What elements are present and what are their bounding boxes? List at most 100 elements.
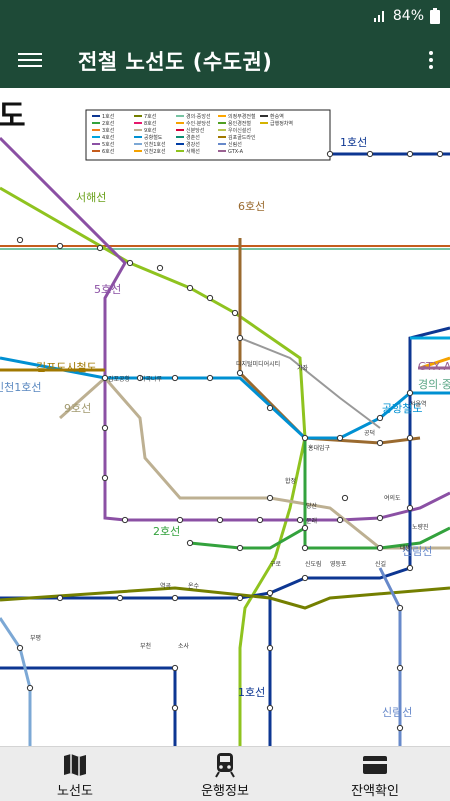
nav-label-service: 운행정보: [201, 784, 249, 799]
station-marker[interactable]: [121, 516, 129, 524]
st-gajwa: 가좌: [297, 364, 309, 372]
line-airport: [0, 356, 450, 440]
st-singil: 신길: [375, 560, 386, 568]
station-marker[interactable]: [101, 424, 109, 432]
legend-label: 용인경전철: [228, 120, 251, 127]
station-marker[interactable]: [266, 404, 274, 412]
station-marker[interactable]: [406, 504, 414, 512]
station-marker[interactable]: [376, 439, 384, 447]
station-marker[interactable]: [266, 704, 274, 712]
station-marker[interactable]: [236, 334, 244, 342]
station-marker[interactable]: [396, 724, 404, 732]
station-marker[interactable]: [301, 574, 309, 582]
signal-icon: [373, 11, 384, 22]
line-9: [59, 375, 450, 550]
station-marker[interactable]: [266, 494, 274, 502]
station-marker[interactable]: [326, 150, 334, 158]
st-sosa: 소사: [178, 642, 190, 650]
station-marker[interactable]: [216, 516, 224, 524]
line-3-light: [239, 337, 381, 429]
station-marker[interactable]: [406, 434, 414, 442]
station-marker[interactable]: [236, 594, 244, 602]
station-marker[interactable]: [206, 294, 214, 302]
status-bar: 84%: [0, 0, 450, 34]
station-marker[interactable]: [56, 242, 64, 250]
station-marker[interactable]: [26, 684, 34, 692]
station-marker[interactable]: [156, 264, 164, 272]
legend-label: 인천1호선: [144, 141, 166, 148]
station-marker[interactable]: [301, 544, 309, 552]
station-marker[interactable]: [266, 589, 274, 597]
station-marker[interactable]: [186, 539, 194, 547]
station-marker[interactable]: [186, 284, 194, 292]
station-marker[interactable]: [296, 516, 304, 524]
station-marker[interactable]: [171, 374, 179, 382]
station-marker[interactable]: [336, 434, 344, 442]
station-marker[interactable]: [171, 594, 179, 602]
menu-button[interactable]: [18, 49, 42, 73]
legend-label: 공항철도: [144, 134, 163, 141]
station-marker[interactable]: [171, 704, 179, 712]
station-marker[interactable]: [406, 389, 414, 397]
line-1-branch: [0, 666, 177, 746]
nav-tab-service[interactable]: 운행정보: [150, 747, 300, 801]
st-noryangjin: 노량진: [412, 523, 429, 531]
label-airport: 공항철도: [382, 402, 422, 415]
station-marker[interactable]: [376, 544, 384, 552]
station-marker[interactable]: [406, 150, 414, 158]
station-marker[interactable]: [231, 309, 239, 317]
st-gongdeok: 공덕: [364, 430, 375, 437]
st-seoul-station: 서울역: [410, 400, 427, 408]
nav-tab-map[interactable]: 노선도: [0, 747, 150, 801]
station-marker[interactable]: [301, 434, 309, 442]
station-marker[interactable]: [116, 594, 124, 602]
station-marker[interactable]: [396, 604, 404, 612]
label-line1: 1호선: [238, 686, 265, 699]
nav-label-balance: 잔액확인: [351, 784, 399, 799]
legend-label: 급행정차역: [270, 120, 293, 127]
line-7: [0, 586, 450, 610]
page-title: 전철 노선도 (수도권): [78, 50, 273, 74]
station-marker[interactable]: [101, 474, 109, 482]
station-marker[interactable]: [301, 524, 309, 532]
station-marker[interactable]: [136, 374, 144, 382]
station-marker[interactable]: [396, 664, 404, 672]
station-marker[interactable]: [16, 644, 24, 652]
nav-tab-balance[interactable]: 잔액확인: [300, 747, 450, 801]
station-marker[interactable]: [236, 544, 244, 552]
st-yeouido: 여의도: [384, 494, 401, 502]
label-line1-top: 1호선: [340, 136, 367, 149]
station-marker[interactable]: [56, 594, 64, 602]
station-marker[interactable]: [336, 516, 344, 524]
station-marker[interactable]: [101, 374, 109, 382]
nav-label-map: 노선도: [57, 784, 93, 799]
station-marker[interactable]: [376, 414, 384, 422]
station-marker[interactable]: [376, 514, 384, 522]
station-marker[interactable]: [406, 564, 414, 572]
legend-label: 4호선: [102, 134, 115, 141]
station-marker[interactable]: [176, 516, 184, 524]
station-marker[interactable]: [126, 259, 134, 267]
station-marker[interactable]: [171, 664, 179, 672]
legend-label: 신분당선: [186, 127, 205, 134]
legend-label: 경강선: [186, 141, 200, 148]
station-marker[interactable]: [266, 644, 274, 652]
station-marker[interactable]: [236, 369, 244, 377]
label-line9: 9호선: [64, 402, 91, 415]
more-options-button[interactable]: [426, 48, 436, 74]
station-marker[interactable]: [436, 150, 444, 158]
legend-label: 의정부경전철: [228, 113, 256, 120]
legend-label: 경의·중앙선: [186, 113, 211, 120]
line-6: [238, 238, 421, 445]
station-marker[interactable]: [341, 494, 349, 502]
legend-label: 우이신설선: [228, 127, 251, 134]
legend-label: 6호선: [102, 148, 115, 155]
station-marker[interactable]: [366, 150, 374, 158]
station-marker[interactable]: [96, 244, 104, 252]
station-marker[interactable]: [206, 374, 214, 382]
train-icon: [215, 753, 235, 778]
station-marker[interactable]: [256, 516, 264, 524]
line-wui: [235, 313, 430, 388]
station-marker[interactable]: [16, 236, 24, 244]
